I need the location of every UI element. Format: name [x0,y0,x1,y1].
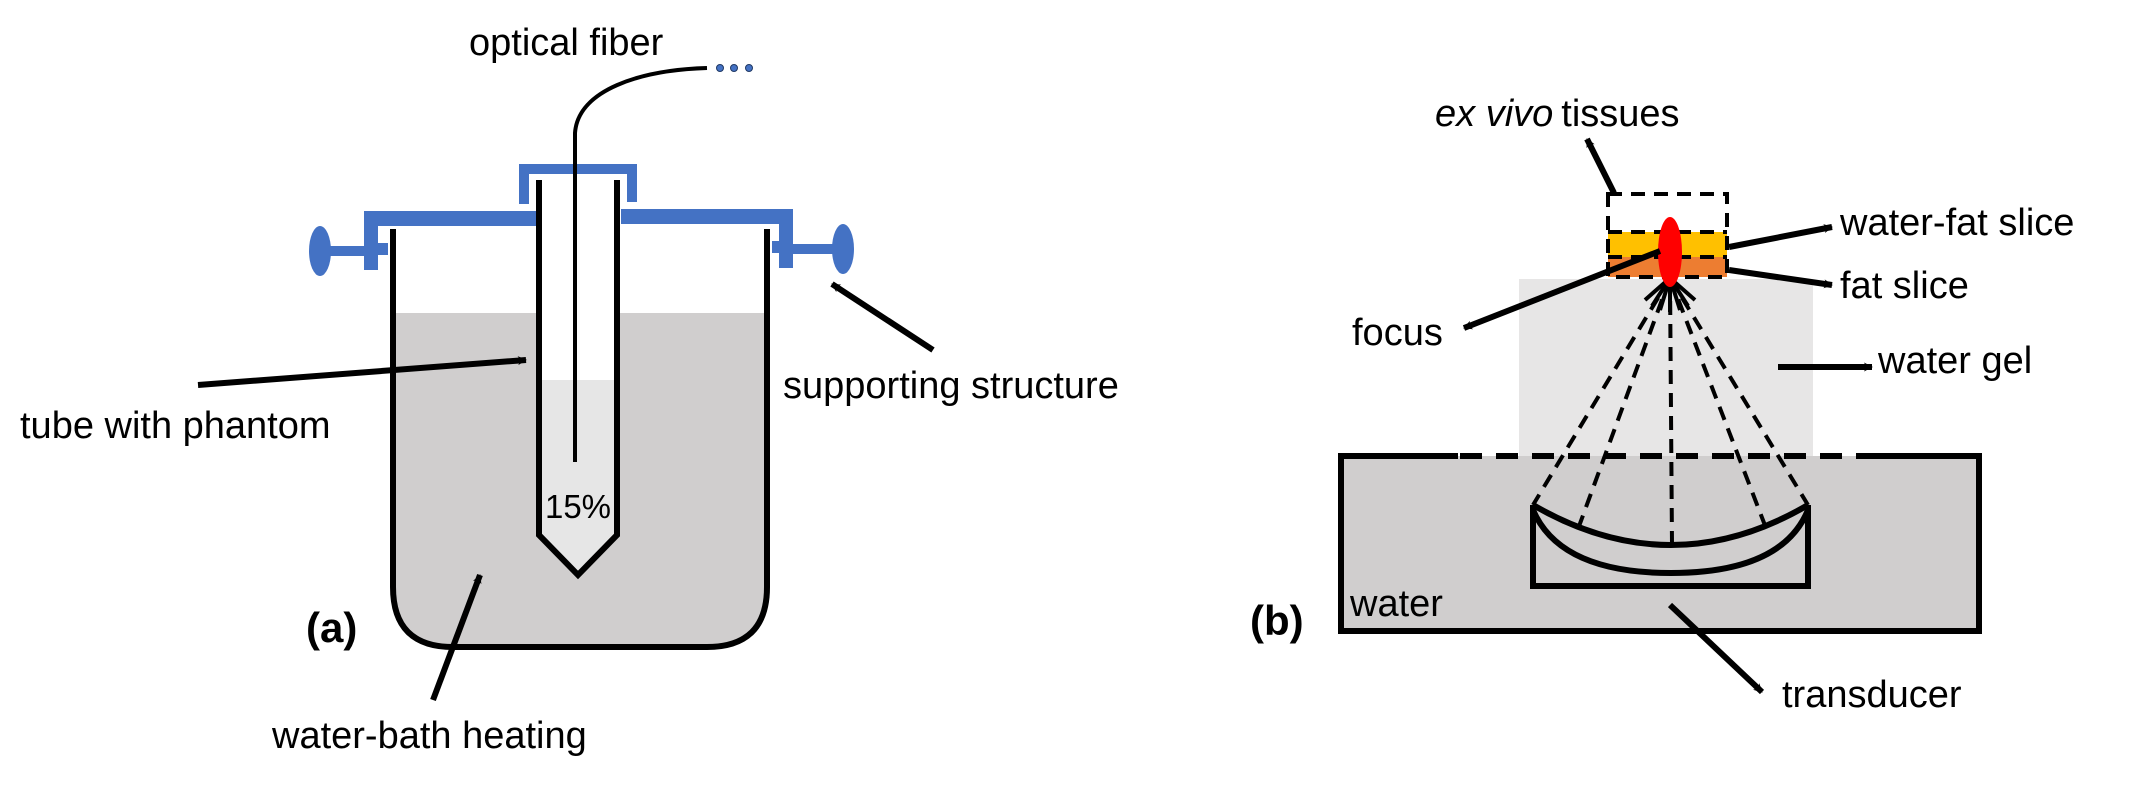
right-knob-icon [832,224,854,274]
panel-b-label: (b) [1250,597,1304,644]
transducer-arrow [1667,602,1765,695]
phantom-fill [542,380,614,575]
ellipsis-dot [730,64,738,72]
transducer [1530,502,1811,589]
water-gel-label: water gel [1877,340,2032,382]
tube-arrow [197,356,527,388]
water-fat-arrow [1728,224,1833,250]
focus-label: focus [1352,312,1443,354]
ellipsis-dot [716,64,724,72]
ex-vivo-italic: ex vivo [1435,93,1553,135]
optical-fiber [573,66,708,462]
tissues-text: tissues [1561,93,1679,135]
supporting-structure [309,164,854,276]
ellipsis-dot [745,64,753,72]
tissues-arrow [1584,137,1617,195]
concentration-label: 15% [545,488,611,525]
support-arrow [830,281,935,353]
tube-with-phantom-label: tube with phantom [20,405,331,447]
water-fat-slice-label: water-fat slice [1839,202,2074,244]
beaker [390,229,770,650]
fat-slice-label: fat slice [1840,265,1969,307]
supporting-structure-label: supporting structure [783,365,1119,407]
water-tank [1338,453,1982,634]
fat-arrow [1728,267,1833,289]
panel-a-label: (a) [306,604,357,651]
bath-arrow [430,573,483,702]
left-knob-icon [309,226,331,276]
panel-a: optical fiber tube with phantom 15% supp… [20,22,1119,757]
water-gel [1519,279,1813,456]
focus-arrow [1462,248,1662,331]
focus-spot [1658,217,1682,287]
tube [536,180,620,580]
water-label: water [1349,583,1443,625]
water-bath-heating-label: water-bath heating [271,715,587,757]
optical-fiber-label: optical fiber [469,22,664,64]
transducer-label: transducer [1782,674,1962,716]
tube-interior-empty [542,180,614,380]
